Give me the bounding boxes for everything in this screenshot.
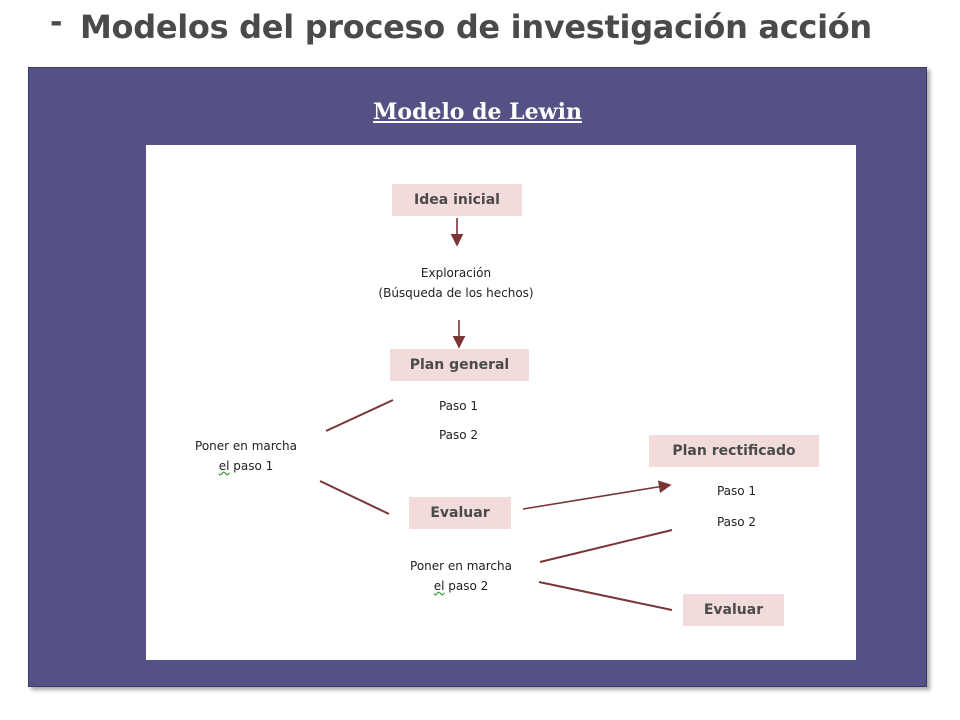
text-paso1-general: Paso 1 (438, 399, 479, 413)
box-plan-general: Plan general (390, 349, 529, 381)
diagram-connectors (319, 218, 673, 611)
box-evaluar-2: Evaluar (683, 594, 784, 626)
line-poner2-to-evaluar (538, 581, 673, 611)
line-poner2-to-rectificado (539, 529, 673, 563)
arrow-evaluar-to-rectificado (522, 480, 672, 510)
poner-marcha-2-line-2: el paso 2 (391, 576, 531, 596)
poner-marcha-2-el: el (433, 579, 445, 593)
poner-marcha-1-el: el (218, 459, 230, 473)
panel-title: Modelo de Lewin (373, 99, 582, 125)
text-poner-marcha-1: Poner en marcha el paso 1 (176, 436, 316, 476)
slide-title-text: Modelos del proceso de investigación acc… (80, 8, 872, 46)
exploracion-line-1: Exploración (420, 266, 492, 280)
poner-marcha-1-line-1: Poner en marcha (195, 439, 297, 453)
line-poner1-to-evaluar (319, 480, 390, 515)
slide-title: -Modelos del proceso de investigación ac… (50, 5, 872, 46)
text-exploracion: Exploración (Búsqueda de los hechos) (356, 263, 556, 303)
box-plan-rectificado: Plan rectificado (649, 435, 819, 467)
diagram-canvas: Idea inicial Exploración (Búsqueda de lo… (146, 145, 856, 660)
line-poner1-to-plan (325, 399, 394, 432)
poner-marcha-2-rest: paso 2 (444, 579, 489, 593)
box-idea-inicial: Idea inicial (392, 184, 522, 216)
text-paso2-rectificado: Paso 2 (716, 515, 757, 529)
box-evaluar-1: Evaluar (409, 497, 511, 529)
exploracion-line-2: (Búsqueda de los hechos) (378, 286, 534, 300)
poner-marcha-1-line-2: el paso 1 (176, 456, 316, 476)
text-paso2-general: Paso 2 (438, 428, 479, 442)
text-paso1-rectificado: Paso 1 (716, 484, 757, 498)
text-poner-marcha-2: Poner en marcha el paso 2 (391, 556, 531, 596)
diagram-panel: Modelo de Lewin Idea inicial Exploración… (28, 67, 927, 687)
title-bullet: - (50, 5, 63, 40)
poner-marcha-1-rest: paso 1 (229, 459, 274, 473)
poner-marcha-2-line-1: Poner en marcha (410, 559, 512, 573)
